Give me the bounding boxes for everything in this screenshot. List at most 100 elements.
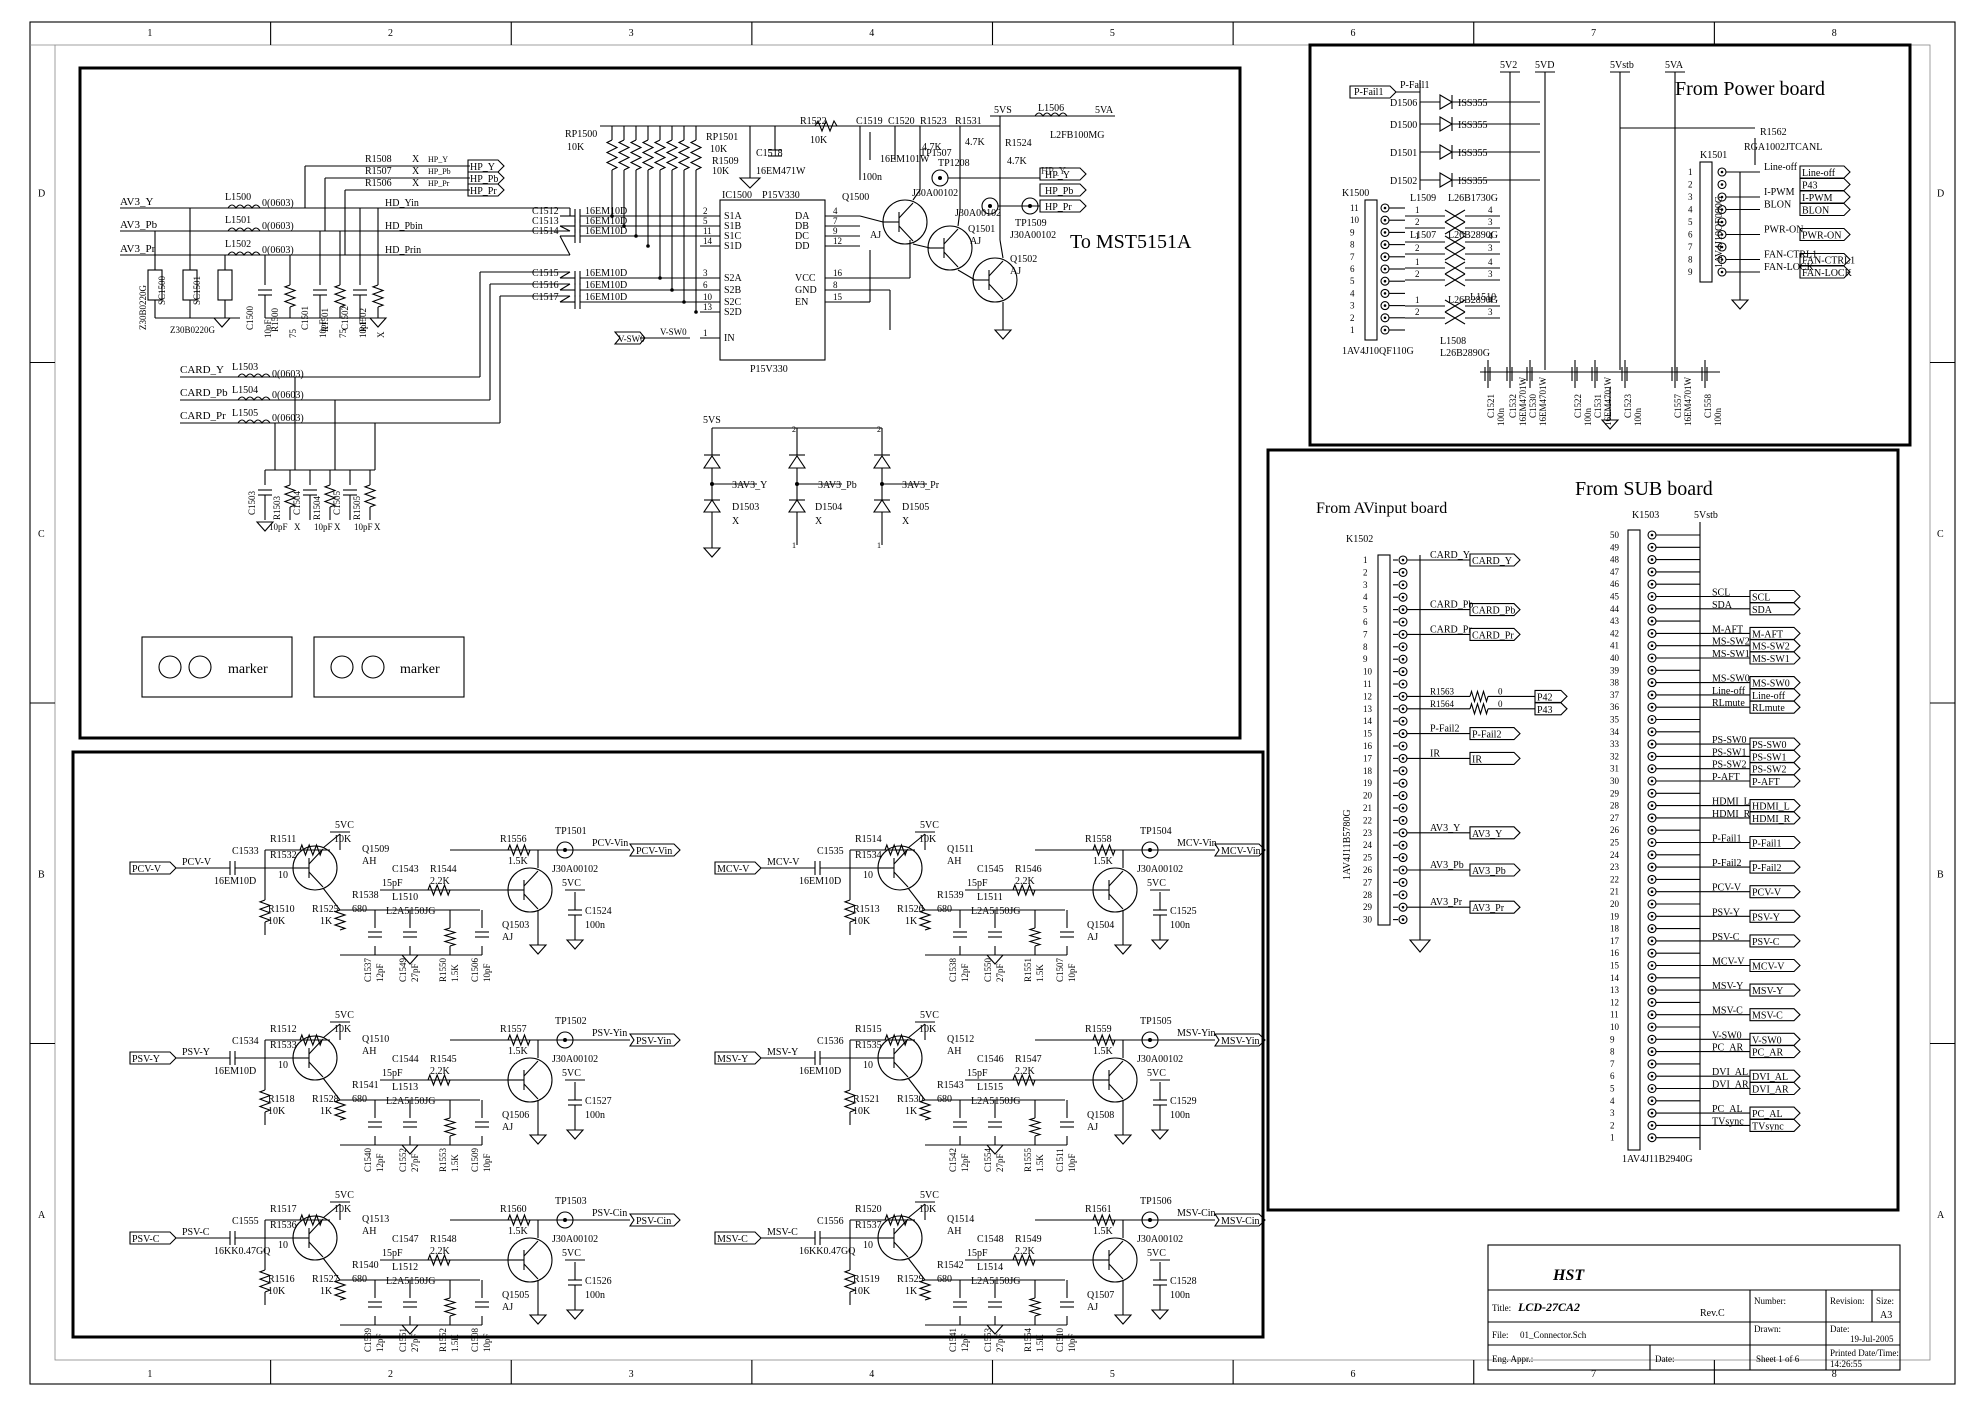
- amp-cin-ref: C1556: [817, 1216, 844, 1227]
- connector-pin-dot: [1650, 816, 1654, 820]
- amp-bottom-val: 12pF: [960, 1333, 970, 1352]
- sheet-value: Sheet 1 of 6: [1756, 1354, 1800, 1364]
- l1508-ref: L1508: [1440, 336, 1466, 347]
- diode-symbol: [1439, 144, 1454, 160]
- input-cap-ref: C1514: [532, 226, 559, 237]
- amp-q2-ref: Q1507: [1087, 1290, 1114, 1301]
- k1502-ref: K1502: [1346, 534, 1373, 545]
- amp-rtop-val: 10K: [919, 1204, 937, 1215]
- port-symbol: [1749, 885, 1801, 899]
- ic-pin-name: IN: [724, 333, 735, 344]
- frame-col-bottom: 1: [147, 1369, 152, 1380]
- resistor-symbol: [677, 139, 691, 171]
- amp-q1-part: AH: [947, 1046, 961, 1057]
- amp-q2-ref: Q1508: [1087, 1110, 1114, 1121]
- k1503-pin: 22: [1610, 874, 1619, 884]
- port-symbol: [129, 1051, 177, 1065]
- k1501-port: BLON: [1802, 206, 1829, 217]
- k1502-pin: 13: [1363, 704, 1373, 714]
- amp-q2-part: AJ: [1087, 1122, 1098, 1133]
- amp-out-port: PSV-Yin: [636, 1036, 671, 1047]
- amp-bottom-ref: C1511: [1055, 1148, 1065, 1172]
- date-value: 19-Jul-2005: [1850, 1334, 1894, 1344]
- wire: [957, 269, 976, 281]
- hp-pr-arrow: HP_Pr: [470, 186, 497, 197]
- k1503-net: MSV-Y: [1712, 981, 1743, 992]
- k1502-pin: 1: [1363, 555, 1368, 565]
- k1500-body: [1364, 199, 1378, 341]
- amp-tp-ref: TP1502: [555, 1016, 587, 1027]
- ground-symbol: [985, 954, 1005, 965]
- sc1501-ref: SC1501: [192, 276, 202, 305]
- testpoint-dot: [988, 204, 992, 208]
- amp-re1-val: 1K: [905, 1286, 918, 1297]
- wire: [988, 260, 1004, 277]
- connector-pin-dot: [1650, 632, 1654, 635]
- connector-pin-dot: [1383, 206, 1387, 210]
- k1501-pin: 6: [1688, 230, 1693, 240]
- k1503-net: DVI_AL: [1712, 1067, 1748, 1078]
- connector-pin-dot: [1383, 267, 1387, 271]
- connector-pin-dot: [1401, 633, 1405, 636]
- connector-pin-dot: [1401, 794, 1405, 797]
- k1503-pin: 3: [1610, 1108, 1615, 1118]
- connector-pin: [1398, 654, 1408, 664]
- amp-bottom-val: 10pF: [1067, 963, 1077, 982]
- resistor-symbol: [299, 1213, 323, 1227]
- k1503-pin: 28: [1610, 801, 1620, 811]
- amp-cin-val: 16EM10D: [799, 1066, 841, 1077]
- k1503-port: PC_AR: [1752, 1048, 1783, 1059]
- amp-in-port: PSV-C: [132, 1234, 160, 1245]
- printed-label: Printed Date/Time:: [1830, 1348, 1899, 1358]
- k1503-net: P-Fail1: [1712, 834, 1741, 845]
- k1502-res-val: 0: [1498, 699, 1503, 709]
- testpoint-dot: [1148, 1038, 1152, 1042]
- k1503-pin: 11: [1610, 1010, 1619, 1020]
- resistor-symbol: [843, 1269, 857, 1293]
- resistor-symbol: [653, 139, 667, 171]
- port-symbol: [1749, 1118, 1801, 1132]
- k1502-net: AV3_Pb: [1430, 860, 1464, 871]
- l1502-ref: L1502: [225, 239, 251, 250]
- amp-rs-ref: R1545: [430, 1054, 457, 1065]
- resistor-symbol: [689, 139, 703, 171]
- k1502-pin: 25: [1363, 853, 1373, 863]
- port-symbol: [1749, 835, 1801, 850]
- card-shunt-ref: R1505: [352, 495, 362, 520]
- d1505-net: 3AV3_Pr: [902, 480, 940, 491]
- amp-rc-val: 1.5K: [1093, 1226, 1114, 1237]
- amp-bottom-ref: C1551: [398, 1328, 408, 1352]
- card-shunt-val: X: [294, 522, 301, 532]
- k1500-pin: 10: [1350, 215, 1360, 225]
- connector-pin-dot: [1650, 656, 1654, 660]
- amp-q1-part: AH: [362, 1046, 376, 1057]
- k1502-res-ref: R1563: [1430, 686, 1455, 696]
- amp-rc-val: 1.5K: [508, 1226, 529, 1237]
- hp-pr-out: HP_Pr: [1045, 202, 1072, 213]
- marker-box-2: [313, 636, 465, 698]
- amp-rc-ref: R1559: [1085, 1024, 1112, 1035]
- k1503-pin: 1: [1610, 1133, 1615, 1143]
- k1502-pin: 11: [1363, 679, 1372, 689]
- coil-pin: 3: [1488, 217, 1493, 227]
- amp-in-port: MCV-V: [717, 864, 750, 875]
- k1503-net: HDMI_R: [1712, 809, 1751, 820]
- r1562-val: RGA1002JTCANL: [1744, 142, 1822, 153]
- r1524-val: 4.7K: [1007, 156, 1028, 167]
- amp-rbot-ref: R1516: [268, 1274, 295, 1285]
- amp-rtop-val: 10K: [334, 1024, 352, 1035]
- l1506-val: L2FB100MG: [1050, 130, 1104, 141]
- printed-time: 14:26:55: [1830, 1359, 1863, 1369]
- k1502-pin: 29: [1363, 902, 1373, 912]
- resistor-symbol: [1092, 843, 1116, 857]
- k1502-net: AV3_Y: [1430, 823, 1460, 834]
- connector-pin-dot: [1383, 279, 1387, 283]
- amp-rtop-ref: R1512: [270, 1024, 297, 1035]
- k1501-net: I-PWM: [1764, 187, 1795, 198]
- pb-diode-ref: D1506: [1390, 98, 1417, 109]
- ic-pin-name: S2C: [724, 297, 742, 308]
- k1500-pin: 5: [1350, 276, 1355, 286]
- wire: [308, 848, 324, 865]
